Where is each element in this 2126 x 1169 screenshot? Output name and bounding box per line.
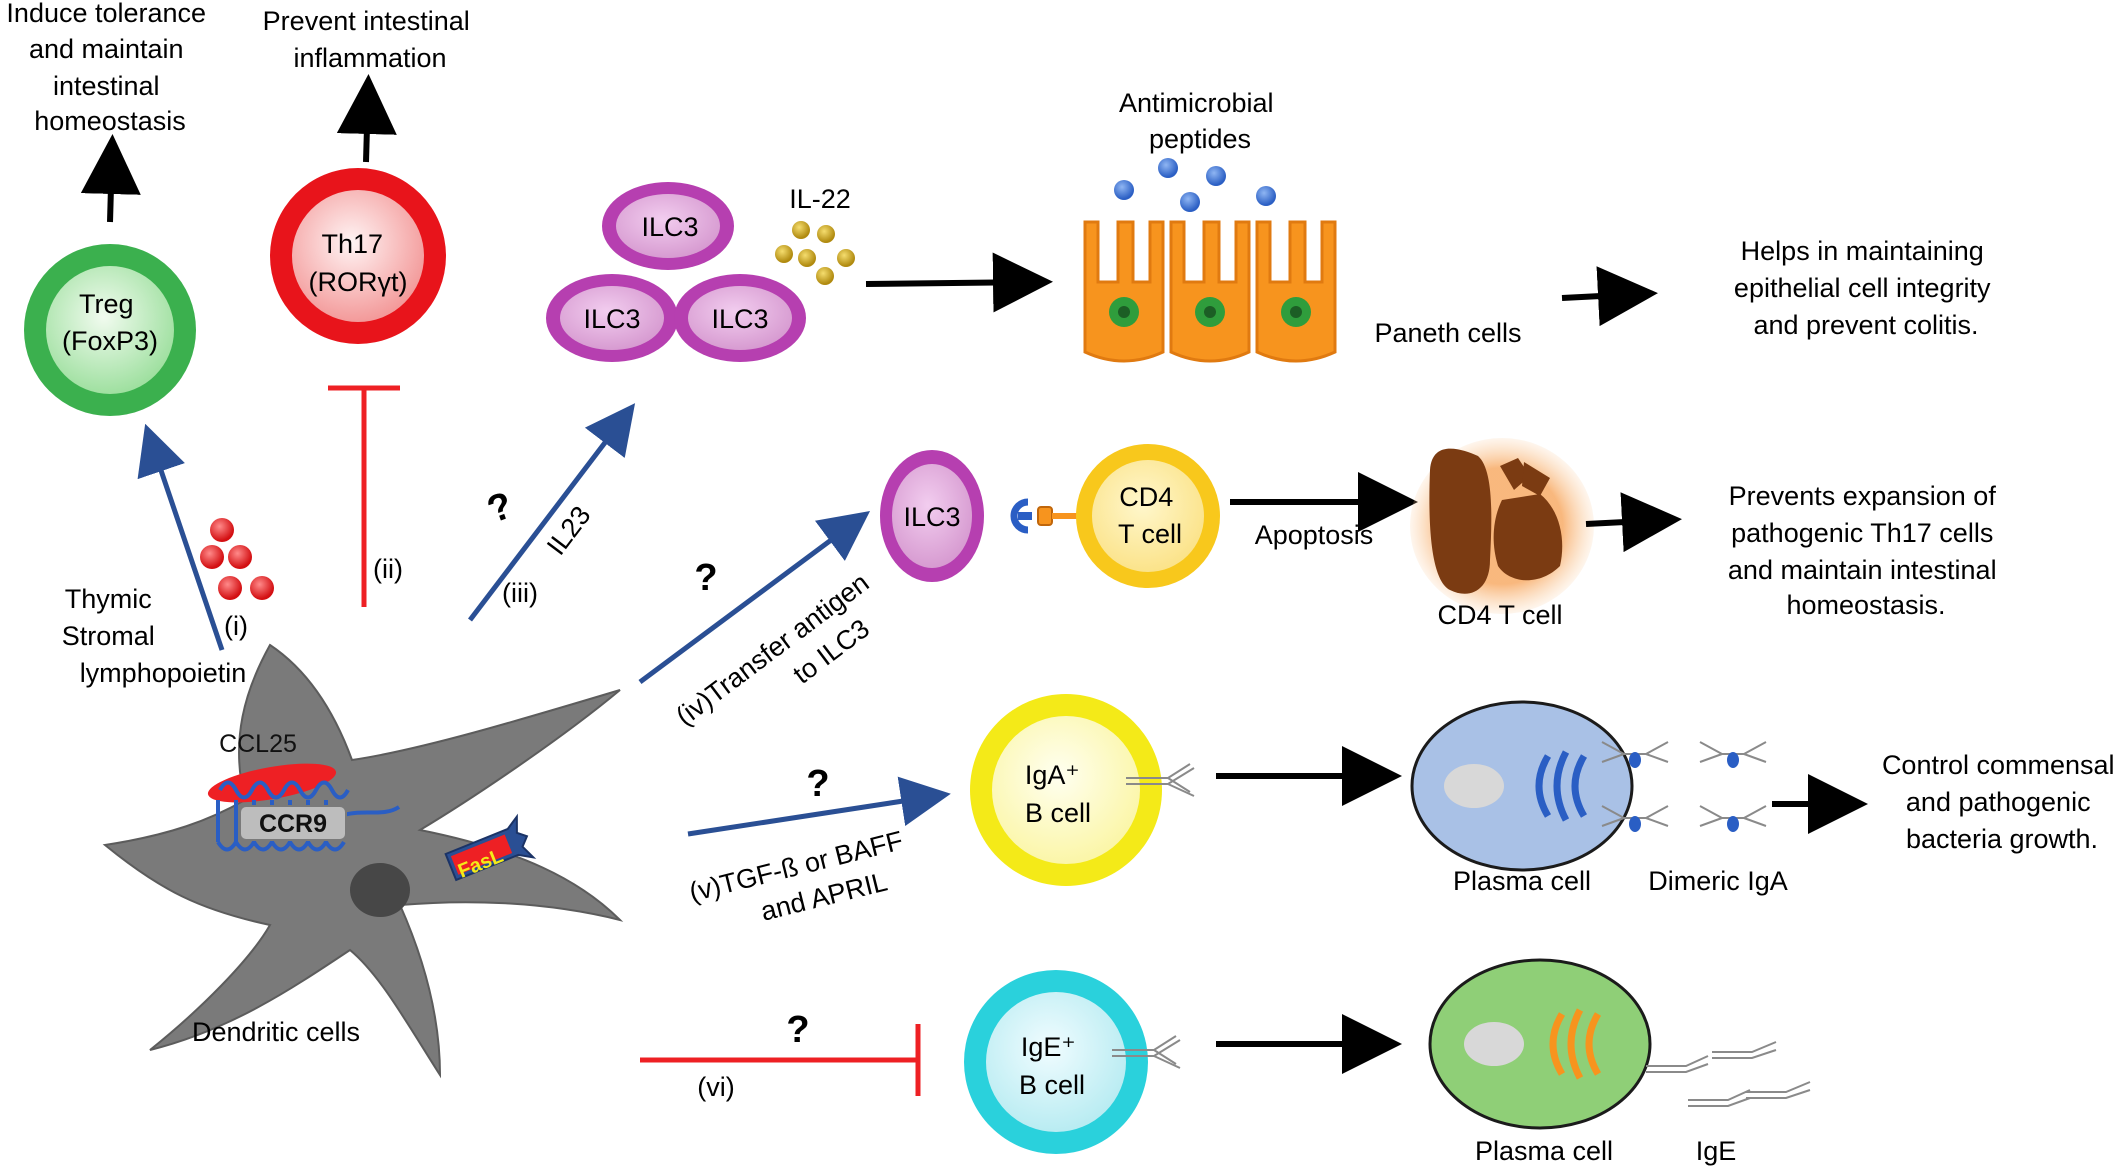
iga-outcome-label: Control commensal and pathogenic bacteri… bbox=[1882, 750, 2122, 854]
il22-label: IL-22 bbox=[789, 184, 851, 214]
tslp-molecules-icon bbox=[200, 518, 274, 600]
paneth-cells-label: Paneth cells bbox=[1374, 318, 1521, 348]
paneth-outcome-arrow bbox=[1561, 266, 1658, 327]
ige-b-cell-icon bbox=[964, 970, 1148, 1154]
iga-plasma-cell-icon bbox=[1410, 700, 1634, 872]
ccr9-label: CCR9 bbox=[259, 810, 327, 838]
ige-label: IgE bbox=[1696, 1136, 1737, 1166]
ilc3-cell-icon bbox=[880, 450, 984, 582]
dendritic-cell-icon bbox=[102, 643, 624, 1079]
path-iii-question-mark: ? bbox=[482, 484, 518, 531]
dendritic-cells-label: Dendritic cells bbox=[192, 1017, 360, 1047]
fasl-icon bbox=[444, 813, 537, 882]
th17-cell-label: Th17 (RORγt) bbox=[309, 229, 408, 297]
ilc3-label-right: ILC3 bbox=[711, 304, 768, 334]
il23-label: IL23 bbox=[541, 501, 597, 561]
epithelial-outcome-label: Helps in maintaining epithelial cell int… bbox=[1734, 236, 1998, 340]
ige-receptor-icon bbox=[1112, 1035, 1181, 1069]
path-v-question-mark: ? bbox=[806, 763, 829, 805]
th17-expansion-outcome-label: Prevents expansion of pathogenic Th17 ce… bbox=[1728, 481, 2004, 620]
path-ii-label: (ii) bbox=[373, 554, 403, 584]
antimicrobial-peptides-icon bbox=[1114, 158, 1276, 212]
antigen-presentation-icon bbox=[1010, 498, 1080, 534]
ilc3-label-left: ILC3 bbox=[583, 304, 640, 334]
ilc3-cell-icon bbox=[546, 274, 678, 362]
ilc3-label-top: ILC3 bbox=[641, 212, 698, 242]
path-v-arrow bbox=[687, 776, 951, 837]
cd4-t-cell-icon bbox=[1076, 444, 1220, 588]
paneth-cells-icon bbox=[1083, 220, 1337, 363]
apoptotic-cd4-cell-icon bbox=[1410, 438, 1594, 614]
path-iv-arrow bbox=[638, 511, 871, 685]
path-iii-arrow bbox=[468, 403, 636, 622]
ige-b-cell-label: IgE⁺ B cell bbox=[1019, 1032, 1085, 1100]
path-vi-label: (vi) bbox=[697, 1072, 734, 1102]
iga-b-cell-label: IgA⁺ B cell bbox=[1025, 760, 1091, 828]
cd4-outcome-arrow bbox=[1585, 492, 1682, 553]
ilc3-cell-icon bbox=[602, 182, 734, 270]
iga-plasma-cell-label: Plasma cell bbox=[1453, 866, 1591, 896]
path-v-label: (v)TGF-ß or BAFF and APRIL bbox=[686, 824, 922, 943]
ige-plasma-cell-label: Plasma cell bbox=[1475, 1136, 1613, 1166]
path-ii-inhibit-line bbox=[328, 385, 400, 607]
path-vi-inhibit-line bbox=[640, 1024, 921, 1096]
treg-outcome-arrow bbox=[80, 134, 141, 223]
path-i-arrow bbox=[137, 423, 225, 651]
path-iv-question-mark: ? bbox=[694, 557, 717, 599]
dimeric-iga-label: Dimeric IgA bbox=[1648, 866, 1788, 896]
ilc3-cell-icon bbox=[674, 274, 806, 362]
antimicrobial-peptides-label: Antimicrobial peptides bbox=[1119, 88, 1281, 154]
path-i-label: (i) bbox=[224, 611, 248, 641]
treg-outcome-label: Induce tolerance and maintain intestinal… bbox=[6, 0, 213, 136]
apoptosis-label: Apoptosis bbox=[1255, 520, 1374, 550]
path-iii-label: (iii) bbox=[502, 578, 538, 608]
th17-cell-icon bbox=[270, 168, 446, 344]
dead-cd4-label: CD4 T cell bbox=[1437, 600, 1562, 630]
ccr9-box bbox=[239, 805, 347, 841]
iga-b-cell-icon bbox=[970, 694, 1162, 886]
il22-to-paneth-arrow bbox=[865, 252, 1053, 313]
dimeric-iga-icon bbox=[1601, 741, 1767, 832]
treg-cell-label: Treg (FoxP3) bbox=[62, 289, 158, 356]
ige-antibodies-icon bbox=[1646, 1041, 1811, 1107]
ccl25-label: CCL25 bbox=[219, 730, 297, 758]
treg-cell-icon bbox=[24, 244, 196, 416]
il22-molecules-icon bbox=[775, 221, 855, 285]
th17-outcome-label: Prevent intestinal inflammation bbox=[263, 6, 478, 73]
path-vi-question-mark: ? bbox=[786, 1009, 809, 1051]
iga-receptor-icon bbox=[1126, 763, 1195, 797]
th17-outcome-arrow bbox=[336, 74, 397, 163]
cd4-cell-label: CD4 T cell bbox=[1118, 482, 1182, 549]
ige-plasma-cell-icon bbox=[1428, 958, 1652, 1130]
ilc3-label-antigen: ILC3 bbox=[903, 502, 960, 532]
tslp-label: Thymic Stromal lymphopoietin bbox=[62, 584, 247, 688]
